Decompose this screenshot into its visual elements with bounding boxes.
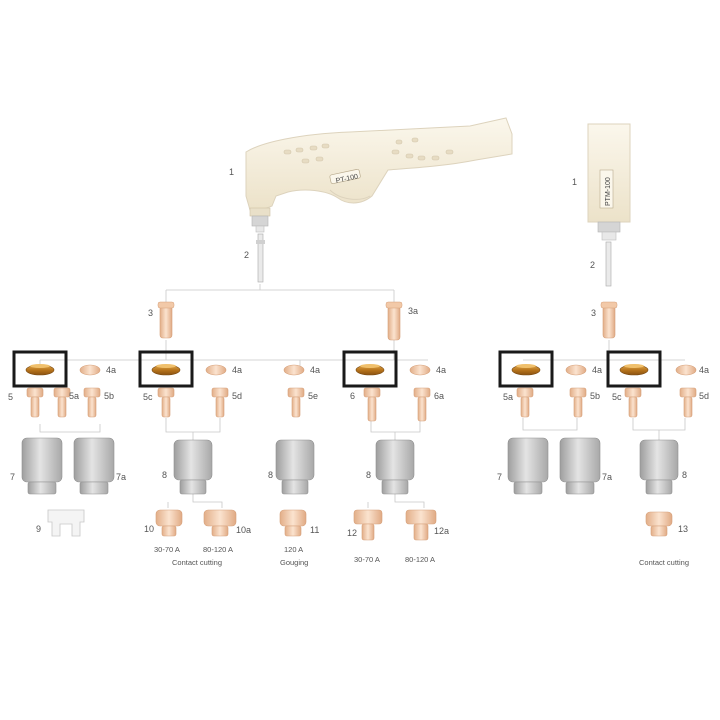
nozzle-8-2 (275, 439, 315, 495)
label-4a-6: 4a (699, 365, 709, 375)
electrode-tips (26, 387, 697, 422)
label-5d-2: 5d (699, 391, 709, 401)
label-10a: 10a (236, 525, 251, 535)
caption-group-11: Gouging (280, 558, 308, 567)
label-8-2: 8 (268, 470, 273, 480)
label-12a: 12a (434, 526, 449, 536)
insulators-4a (79, 364, 697, 376)
ptm100-model-label: PTM-100 (605, 177, 612, 206)
caption-amp-11: 120 A (284, 545, 303, 554)
label-4a-5: 4a (592, 365, 602, 375)
label-10: 10 (144, 524, 154, 534)
nozzle-8-1 (173, 439, 213, 495)
caption-amp-12a: 80-120 A (405, 555, 435, 564)
label-6: 6 (350, 391, 355, 401)
label-3-right: 3 (591, 308, 596, 318)
label-5a-1: 5a (69, 391, 79, 401)
caption-amp-10a: 80-120 A (203, 545, 233, 554)
label-5b-1: 5b (104, 391, 114, 401)
label-4a-2: 4a (232, 365, 242, 375)
pt100-number-label: 1 (229, 167, 234, 177)
label-4a-1: 4a (106, 365, 116, 375)
labels-7-8: 7 7a 8 8 8 7 7a 8 (10, 470, 687, 482)
nozzle-8-4 (639, 439, 679, 495)
label-5e: 5e (308, 391, 318, 401)
caption-group-13: Contact cutting (639, 558, 689, 567)
label-8-4: 8 (682, 470, 687, 480)
nozzle-7a-right (559, 437, 601, 495)
label-5b-2: 5b (590, 391, 600, 401)
labels-10-13: 10 10a 11 12 12a 13 (144, 524, 688, 538)
label-8-1: 8 (162, 470, 167, 480)
label-3a: 3a (408, 306, 418, 316)
nozzles (21, 437, 679, 495)
caption-amp-12: 30-70 A (354, 555, 380, 564)
electrode-2-right: 2 (590, 241, 612, 287)
highlighted-rings (12, 350, 662, 388)
nozzle-7-left (21, 437, 63, 495)
caption-group-10: Contact cutting (172, 558, 222, 567)
label-4a-3: 4a (310, 365, 320, 375)
label-2-right: 2 (590, 260, 595, 270)
caption-amp-10: 30-70 A (154, 545, 180, 554)
pt100-torch: PT-100 1 (229, 117, 513, 233)
labels-5-6: 5 5a 5b 5c 5d 5e 6 6a 5a 5b 5c 5d (8, 391, 709, 402)
connector-lines (39, 284, 686, 508)
label-5a-2: 5a (503, 392, 513, 402)
label-8-3: 8 (366, 470, 371, 480)
label-11: 11 (310, 525, 319, 535)
label-7a-left: 7a (116, 472, 126, 482)
ptm100-torch: PTM-100 1 (572, 123, 631, 241)
standoff-guide-9: 9 (36, 509, 85, 537)
label-5c-2: 5c (612, 392, 622, 402)
contact-tips (155, 509, 673, 541)
electrode-2-left: 2 (244, 233, 265, 283)
label-12: 12 (347, 528, 357, 538)
nozzle-7-right (507, 437, 549, 495)
label-4a-4: 4a (436, 365, 446, 375)
nozzle-7a-left (73, 437, 115, 495)
label-5c-1: 5c (143, 392, 153, 402)
label-7-left: 7 (10, 472, 15, 482)
label-5: 5 (8, 392, 13, 402)
swirl-ring-3-right: 3 (591, 301, 618, 339)
swirl-ring-3-left: 3 (148, 301, 175, 339)
label-6a: 6a (434, 391, 444, 401)
label-2-left: 2 (244, 250, 249, 260)
label-3-left: 3 (148, 308, 153, 318)
swirl-ring-3a: 3a (385, 301, 418, 341)
label-9: 9 (36, 524, 41, 534)
label-5d-1: 5d (232, 391, 242, 401)
label-13: 13 (678, 524, 688, 534)
nozzle-8-3 (375, 439, 415, 495)
pt100-model-label: PT-100 (335, 173, 359, 185)
label-7a-right: 7a (602, 472, 612, 482)
ptm100-number-label: 1 (572, 177, 577, 187)
labels-4a: 4a 4a 4a 4a 4a 4a (106, 365, 709, 375)
label-7-right: 7 (497, 472, 502, 482)
captions: 30-70 A 80-120 A 120 A 30-70 A 80-120 A … (154, 545, 689, 567)
